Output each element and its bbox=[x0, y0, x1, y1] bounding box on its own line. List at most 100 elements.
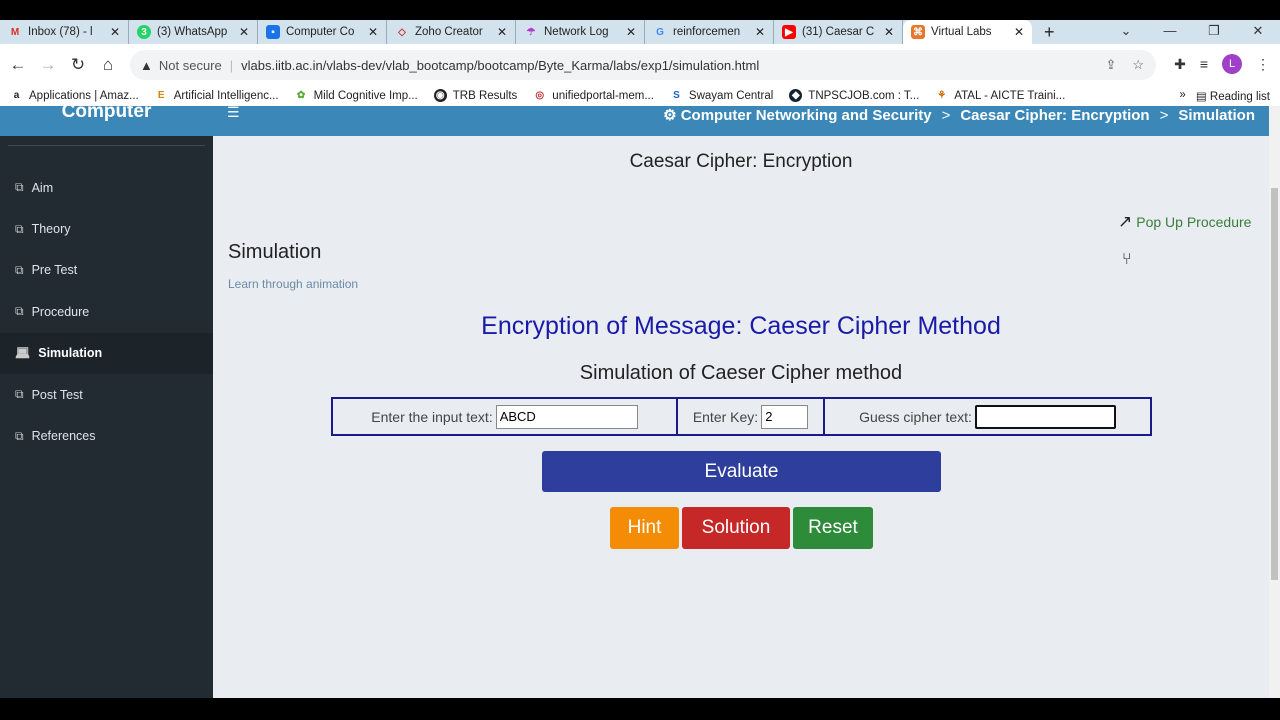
close-tab-icon[interactable]: ✕ bbox=[1013, 25, 1024, 39]
sidebar-item-aim[interactable]: ⧉Aim bbox=[15, 180, 54, 195]
sidebar-item-pre-test[interactable]: ⧉Pre Test bbox=[15, 262, 78, 278]
close-tab-icon[interactable]: ✕ bbox=[367, 25, 378, 39]
guess-cipher-field[interactable] bbox=[974, 404, 1116, 429]
share-icon[interactable]: ⇪ bbox=[1105, 57, 1117, 72]
scrollbar-thumb[interactable] bbox=[1271, 188, 1278, 580]
forward-icon[interactable]: → bbox=[39, 54, 57, 74]
close-tab-icon[interactable]: ✕ bbox=[496, 25, 507, 39]
google-icon: G bbox=[656, 26, 664, 38]
url-field[interactable]: ▲ Not secure | vlabs.iitb.ac.in/vlabs-de… bbox=[130, 50, 1156, 80]
section-title: Simulation bbox=[228, 241, 322, 263]
tab-whatsapp[interactable]: 3(3) WhatsApp✕ bbox=[129, 20, 258, 44]
hint-button[interactable]: Hint bbox=[610, 507, 679, 549]
solution-button[interactable]: Solution bbox=[682, 507, 790, 549]
breadcrumb-item[interactable]: Caesar Cipher: Encryption bbox=[960, 107, 1150, 124]
swayam-icon: S bbox=[673, 90, 680, 101]
youtube-icon: ▶ bbox=[782, 25, 796, 39]
copy-icon: ⧉ bbox=[15, 180, 24, 195]
sidebar-item-references[interactable]: ⧉References bbox=[15, 428, 96, 444]
close-tab-icon[interactable]: ✕ bbox=[109, 25, 120, 39]
back-icon[interactable]: ← bbox=[9, 54, 27, 74]
bookmark-star-icon[interactable]: ☆ bbox=[1132, 57, 1144, 72]
cipher-form: Enter the input text: Enter Key: Guess c… bbox=[331, 397, 1152, 436]
menu-toggle-icon[interactable]: ☰ bbox=[227, 106, 240, 120]
close-tab-icon[interactable]: ✕ bbox=[625, 25, 636, 39]
close-tab-icon[interactable]: ✕ bbox=[754, 25, 765, 39]
breadcrumb-item[interactable]: Computer Networking and Security bbox=[680, 107, 932, 124]
tab-virtual-labs[interactable]: ⌘Virtual Labs✕ bbox=[903, 20, 1032, 44]
tab-classroom[interactable]: ▪Computer Co✕ bbox=[258, 20, 387, 44]
copy-icon: ⧉ bbox=[15, 387, 24, 402]
scrollbar[interactable] bbox=[1269, 106, 1280, 698]
media-icon[interactable]: ≡ bbox=[1199, 56, 1208, 72]
menu-icon[interactable]: ⋮ bbox=[1256, 55, 1270, 72]
network-icon: ⚙ bbox=[663, 107, 677, 124]
sidebar: Computer ⧉Aim ⧉Theory ⧉Pre Test ⧉Procedu… bbox=[0, 106, 213, 698]
top-letterbox bbox=[0, 0, 1280, 20]
copy-icon: ⧉ bbox=[15, 304, 24, 319]
tab-network-log[interactable]: ☂Network Log✕ bbox=[516, 20, 645, 44]
reading-list-button[interactable]: ▤ Reading list bbox=[1195, 90, 1270, 103]
external-link-icon: ↗ bbox=[1118, 212, 1133, 231]
guess-label: Guess cipher text: bbox=[859, 408, 972, 425]
laptop-icon: 💻︎ bbox=[15, 346, 31, 361]
address-bar-row: ← → ↻ ⌂ ▲ Not secure | vlabs.iitb.ac.in/… bbox=[0, 44, 1280, 85]
key-field[interactable] bbox=[761, 404, 809, 429]
reset-button[interactable]: Reset bbox=[793, 507, 873, 549]
avatar[interactable]: L bbox=[1222, 54, 1242, 74]
umbrella-icon: ☂ bbox=[526, 26, 536, 38]
close-window-icon[interactable]: ✕ bbox=[1252, 23, 1264, 38]
globe-icon: ◉ bbox=[433, 89, 447, 102]
input-text-field[interactable] bbox=[495, 404, 638, 429]
bookmark[interactable]: ◆TNPSCJOB.com : T... bbox=[789, 89, 919, 102]
pop-up-procedure-link[interactable]: ↗Pop Up Procedure bbox=[1118, 212, 1252, 231]
breadcrumb-item: Simulation bbox=[1178, 107, 1255, 124]
zoho-icon: ◇ bbox=[398, 26, 406, 38]
header-bar: ☰ ⚙ Computer Networking and Security>Cae… bbox=[213, 106, 1269, 136]
brand: Computer bbox=[0, 106, 213, 136]
atal-icon: ⚘ bbox=[937, 90, 947, 101]
bookmark[interactable]: ⚘ATAL - AICTE Traini... bbox=[935, 89, 1065, 102]
classroom-icon: ▪ bbox=[266, 25, 280, 39]
divider bbox=[8, 145, 205, 146]
home-icon[interactable]: ⌂ bbox=[102, 54, 114, 74]
extensions-icon[interactable]: ✚ bbox=[1174, 55, 1186, 72]
close-tab-icon[interactable]: ✕ bbox=[238, 25, 249, 39]
reload-icon[interactable]: ↻ bbox=[70, 54, 86, 74]
minimize-icon[interactable]: — bbox=[1163, 23, 1177, 38]
evaluate-button[interactable]: Evaluate bbox=[542, 451, 941, 492]
fork-icon[interactable]: ⑂ bbox=[1122, 251, 1132, 268]
copy-icon: ⧉ bbox=[15, 221, 24, 236]
amazon-icon: a bbox=[13, 90, 20, 101]
gmail-icon: M bbox=[10, 26, 20, 38]
bookmark[interactable]: ◉TRB Results bbox=[433, 89, 517, 102]
puzzle-icon: ✿ bbox=[296, 90, 306, 101]
sidebar-item-post-test[interactable]: ⧉Post Test bbox=[15, 387, 83, 402]
bookmark[interactable]: ◎unifiedportal-mem... bbox=[533, 89, 654, 102]
bookmark[interactable]: ✿Mild Cognitive Imp... bbox=[295, 89, 418, 102]
new-tab-button[interactable]: + bbox=[1044, 21, 1055, 42]
e-icon: E bbox=[157, 90, 165, 101]
close-tab-icon[interactable]: ✕ bbox=[883, 25, 894, 39]
restore-icon[interactable]: ❐ bbox=[1208, 23, 1220, 38]
tab-search-icon[interactable]: ⌄ bbox=[1120, 23, 1132, 38]
tab-youtube[interactable]: ▶(31) Caesar C✕ bbox=[774, 20, 903, 44]
page-title: Caesar Cipher: Encryption bbox=[629, 151, 853, 172]
bottom-letterbox bbox=[0, 698, 1280, 720]
simulation-heading: Encryption of Message: Caeser Cipher Met… bbox=[481, 312, 1001, 340]
breadcrumb: ⚙ Computer Networking and Security>Caesa… bbox=[663, 107, 1255, 124]
tnpsc-icon: ◆ bbox=[789, 89, 803, 102]
section-subtitle: Learn through animation bbox=[228, 277, 359, 291]
tab-zoho[interactable]: ◇Zoho Creator✕ bbox=[387, 20, 516, 44]
sidebar-item-procedure[interactable]: ⧉Procedure bbox=[15, 304, 90, 319]
copy-icon: ⧉ bbox=[15, 428, 24, 443]
sidebar-item-simulation[interactable]: 💻︎Simulation bbox=[0, 332, 213, 374]
sidebar-item-theory[interactable]: ⧉Theory bbox=[15, 221, 71, 237]
more-bookmarks-icon[interactable]: » bbox=[1179, 88, 1186, 101]
